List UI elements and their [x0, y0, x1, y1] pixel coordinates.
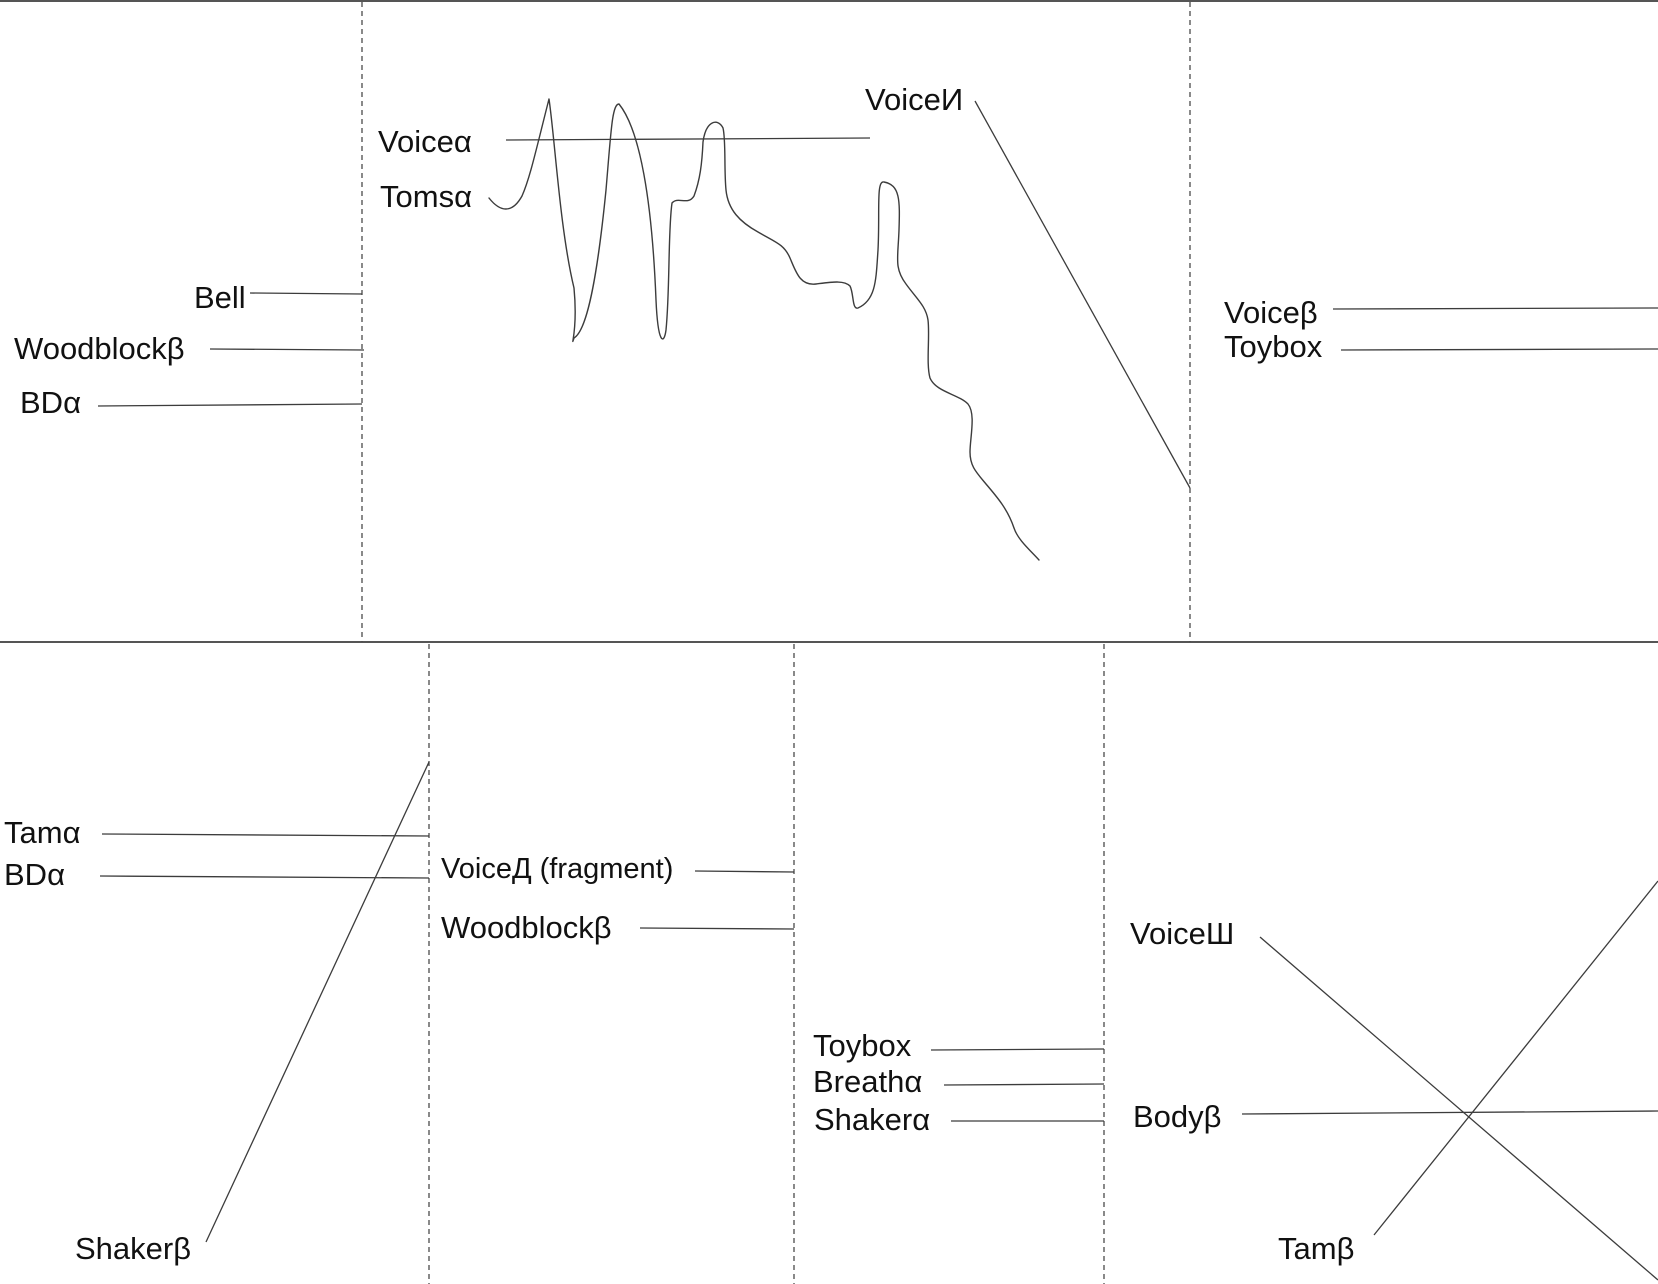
- label-toybox-top: Toybox: [1224, 329, 1323, 364]
- lead-woodblock-bottom: [639, 927, 795, 930]
- top-right-section: Voiceβ Toybox: [1224, 295, 1658, 364]
- bottom-system: Tamα BDα Shakerβ VoiceД (fragment) Woodb…: [4, 644, 1658, 1284]
- lead-toybox-top: [1340, 348, 1658, 351]
- bottom-col2-section: VoiceД (fragment) Woodblockβ: [441, 853, 795, 945]
- label-voice-alpha: Voiceα: [378, 124, 472, 159]
- lead-tam-alpha: [101, 833, 430, 837]
- label-bd: BDα: [20, 385, 81, 420]
- lead-voice-d: [694, 870, 795, 873]
- label-voice-d: VoiceД (fragment): [441, 853, 673, 885]
- lead-woodblock: [209, 348, 365, 351]
- label-voice-sh: VoiceШ: [1130, 916, 1234, 951]
- label-voice-i: VoiceИ: [865, 82, 963, 117]
- label-breath: Breathα: [813, 1064, 922, 1099]
- lead-shaker-beta: [205, 761, 430, 1243]
- lead-bd: [97, 403, 363, 407]
- label-tam-beta: Tamβ: [1278, 1231, 1354, 1266]
- lead-bd-bottom: [99, 875, 430, 879]
- label-woodblock: Woodblockβ: [14, 331, 185, 366]
- lead-tam-beta: [1373, 880, 1658, 1236]
- toms-contour: [488, 98, 1040, 561]
- bottom-col3-section: Toybox Breathα Shakerα: [813, 1028, 1105, 1137]
- label-tam-alpha: Tamα: [4, 815, 81, 850]
- label-voice-beta: Voiceβ: [1224, 295, 1318, 330]
- lead-toybox-bottom: [930, 1048, 1105, 1051]
- lead-voice-sh: [1259, 936, 1658, 1281]
- label-shaker-alpha: Shakerα: [814, 1102, 930, 1137]
- lead-bell: [249, 292, 363, 295]
- label-bell: Bell: [194, 280, 246, 315]
- label-body-beta: Bodyβ: [1133, 1099, 1222, 1134]
- label-toms: Tomsα: [380, 179, 472, 214]
- lead-voice-beta: [1332, 307, 1658, 310]
- label-toybox-bottom: Toybox: [813, 1028, 912, 1063]
- top-system: Bell Woodblockβ BDα Voiceα Tomsα VoiceИ …: [14, 2, 1658, 642]
- lead-voice-i: [974, 100, 1191, 489]
- top-left-section: Bell Woodblockβ BDα: [14, 280, 365, 420]
- label-shaker-beta: Shakerβ: [75, 1231, 191, 1266]
- top-middle-section: Voiceα Tomsα VoiceИ: [378, 82, 1191, 561]
- lead-breath: [943, 1083, 1105, 1086]
- lead-voice-alpha: [505, 137, 871, 141]
- lead-body-beta: [1241, 1110, 1658, 1115]
- bottom-col4-section: VoiceШ Bodyβ Tamβ: [1130, 880, 1658, 1281]
- bottom-col1-section: Tamα BDα Shakerβ: [4, 761, 430, 1266]
- label-bd-bottom: BDα: [4, 857, 65, 892]
- label-woodblock-bottom: Woodblockβ: [441, 910, 612, 945]
